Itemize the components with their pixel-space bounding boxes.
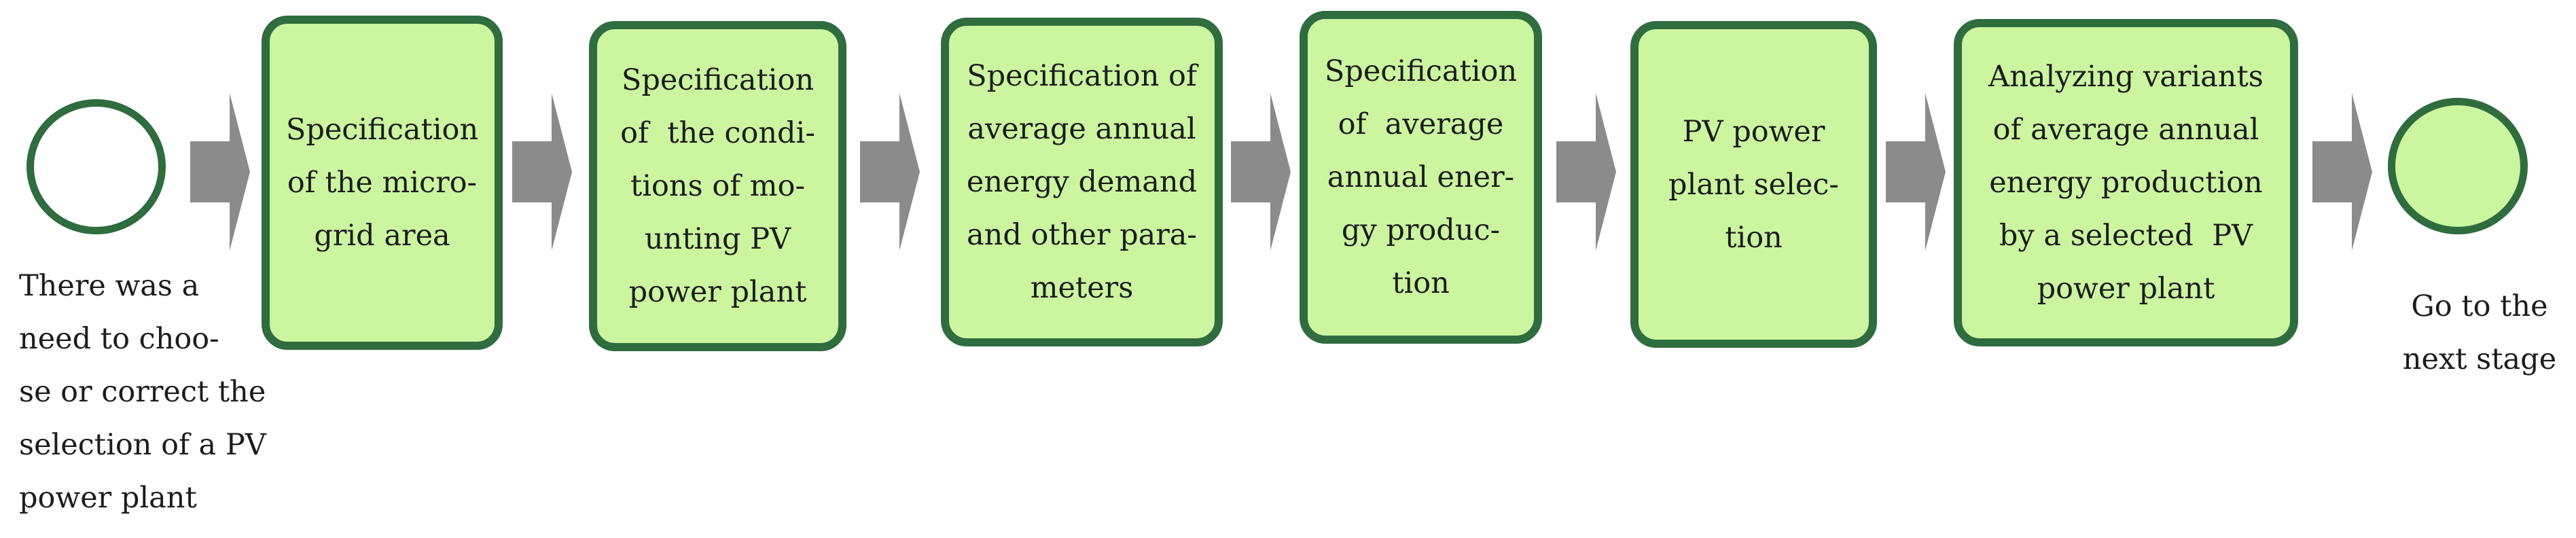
text-line: unting PV — [644, 222, 791, 256]
end-caption: Go to the next stage — [2398, 280, 2561, 386]
right-arrow-icon — [860, 93, 920, 251]
text-line: tions of mo- — [630, 169, 805, 203]
step-box-plant-selection: PV power plant selec-tion — [1630, 21, 1877, 348]
text-line: need to choo- — [19, 322, 219, 356]
text-line: Analyzing variants — [1988, 60, 2264, 94]
text-line: selection of a PV — [19, 428, 266, 462]
right-arrow-icon — [1231, 93, 1291, 251]
text-line: energy demand — [966, 165, 1198, 199]
step-box-analyzing-variants: Analyzing variants of average annual energ… — [1954, 19, 2298, 346]
text-line: There was a — [19, 269, 200, 303]
text-line: Specification — [621, 63, 815, 97]
right-arrow-icon — [2312, 93, 2372, 251]
right-arrow-icon — [512, 93, 572, 251]
text-line: next stage — [2402, 342, 2557, 376]
text-line: Specification of — [967, 59, 1197, 93]
right-arrow-icon — [1886, 93, 1946, 251]
text-line: grid area — [314, 219, 450, 253]
text-line: of average annual — [1992, 113, 2259, 147]
start-caption: There was a need to choo-se or correct th… — [19, 259, 266, 524]
right-arrow-icon — [190, 93, 250, 251]
text-line: PV power — [1682, 114, 1825, 149]
text-line: of the condi- — [620, 116, 815, 150]
text-line: of average — [1338, 107, 1504, 141]
text-line: power plant — [2037, 272, 2215, 306]
step-box-mounting-conditions: Specification of the condi-tions of mo-un… — [589, 21, 846, 351]
text-line: tion — [1725, 220, 1783, 255]
start-circle — [26, 99, 166, 234]
text-line: Specification — [285, 113, 479, 147]
text-line: of the micro- — [287, 166, 478, 200]
text-line: Go to the — [2411, 289, 2548, 323]
end-circle — [2388, 98, 2528, 234]
step-box-microgrid-area: Specification of the micro-grid area — [262, 16, 503, 350]
text-line: tion — [1392, 266, 1450, 300]
step-box-energy-demand: Specification of average annual energy dem… — [941, 18, 1223, 346]
text-line: energy production — [1989, 166, 2263, 200]
text-line: meters — [1030, 271, 1134, 305]
text-line: plant selec- — [1668, 167, 1839, 202]
text-line: Specification — [1324, 54, 1518, 88]
text-line: gy produc- — [1341, 213, 1501, 247]
text-line: average annual — [967, 112, 1196, 146]
text-line: power plant — [628, 275, 807, 309]
text-line: by a selected PV — [1999, 219, 2253, 253]
text-line: and other para- — [967, 218, 1197, 252]
text-line: se or correct the — [19, 375, 266, 409]
text-line: power plant — [19, 481, 197, 515]
text-line: annual ener- — [1327, 160, 1515, 194]
step-box-energy-production: Specification of average annual ener-gy pr… — [1300, 11, 1542, 344]
right-arrow-icon — [1556, 93, 1616, 251]
